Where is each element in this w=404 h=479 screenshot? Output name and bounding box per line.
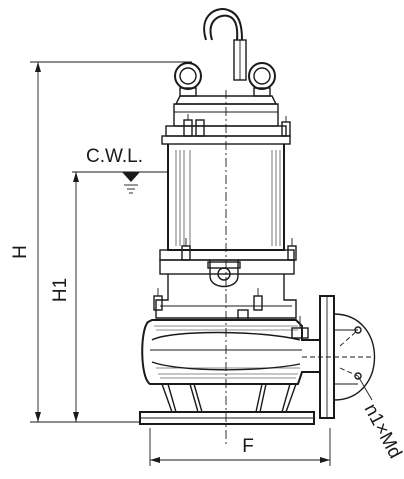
- dimension-lines: [30, 61, 331, 466]
- h-dimension-label: H: [10, 245, 31, 259]
- pump-body: [139, 8, 376, 446]
- cwl-label: C.W.L.: [86, 146, 143, 167]
- n1md-label: n1×Md: [360, 400, 404, 462]
- f-dimension-label: F: [242, 436, 254, 457]
- h1-dimension-label: H1: [50, 278, 71, 302]
